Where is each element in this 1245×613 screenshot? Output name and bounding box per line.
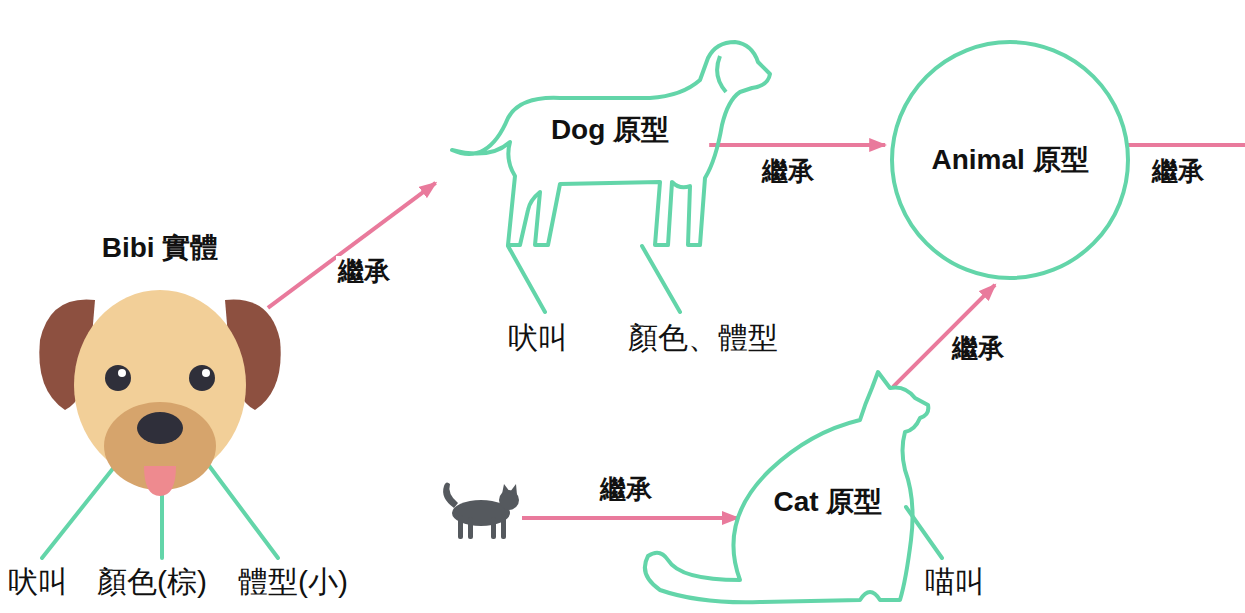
edge-label: 繼承 bbox=[950, 333, 1006, 364]
prototype-node: Cat 原型 bbox=[630, 370, 950, 610]
inherit-arrow bbox=[709, 143, 885, 147]
property-label: 吠叫 bbox=[508, 320, 568, 356]
node-title: Animal 原型 bbox=[931, 143, 1088, 177]
cat-leg bbox=[468, 517, 473, 539]
leader-line bbox=[42, 466, 115, 558]
inherit-arrow bbox=[1128, 143, 1245, 147]
cat-leg bbox=[491, 517, 496, 539]
node-outline bbox=[30, 225, 290, 505]
arrow-label: 繼承 bbox=[598, 474, 654, 505]
cat-tail bbox=[443, 482, 458, 508]
circle-outline bbox=[892, 42, 1128, 278]
inherit-arrow bbox=[268, 183, 436, 308]
dog-eye bbox=[189, 365, 215, 391]
dog-eye bbox=[105, 365, 131, 391]
property-label: 顏色(棕) bbox=[97, 564, 207, 600]
dog-tongue bbox=[144, 466, 176, 496]
node-title: Bibi 實體 bbox=[102, 231, 219, 265]
node-title: Cat 原型 bbox=[774, 485, 883, 519]
cat-ears bbox=[502, 484, 517, 495]
property-label: 體型(小) bbox=[238, 564, 348, 600]
cat-leg bbox=[458, 515, 463, 539]
leader-line bbox=[642, 246, 680, 312]
node-title: Dog 原型 bbox=[551, 113, 669, 147]
cat-outline bbox=[645, 372, 928, 602]
leader-line bbox=[160, 495, 164, 558]
arrow-label: 繼承 bbox=[1150, 156, 1206, 187]
property-label: 喵叫 bbox=[925, 564, 985, 600]
cat-leg bbox=[501, 514, 506, 539]
instance-node: Bibi 實體 bbox=[30, 225, 290, 505]
property-label: 吠叫 bbox=[8, 564, 68, 600]
leader-lines bbox=[42, 246, 942, 558]
eye-glint bbox=[202, 369, 210, 377]
prototype-circle: Animal 原型 bbox=[890, 40, 1130, 280]
edge-label: 繼承 bbox=[336, 256, 392, 287]
property-label: 顏色、體型 bbox=[628, 320, 778, 356]
eye-glint bbox=[118, 369, 126, 377]
prototype-node: Dog 原型 bbox=[450, 40, 770, 255]
inherit-arrow bbox=[522, 516, 738, 520]
leader-line bbox=[207, 463, 278, 558]
dog-outline bbox=[452, 42, 770, 245]
edge-label: 繼承 bbox=[760, 156, 816, 187]
leader-line bbox=[508, 246, 545, 312]
cat-icon bbox=[443, 482, 519, 539]
dog-nose bbox=[137, 412, 183, 444]
node-outline bbox=[450, 40, 770, 255]
